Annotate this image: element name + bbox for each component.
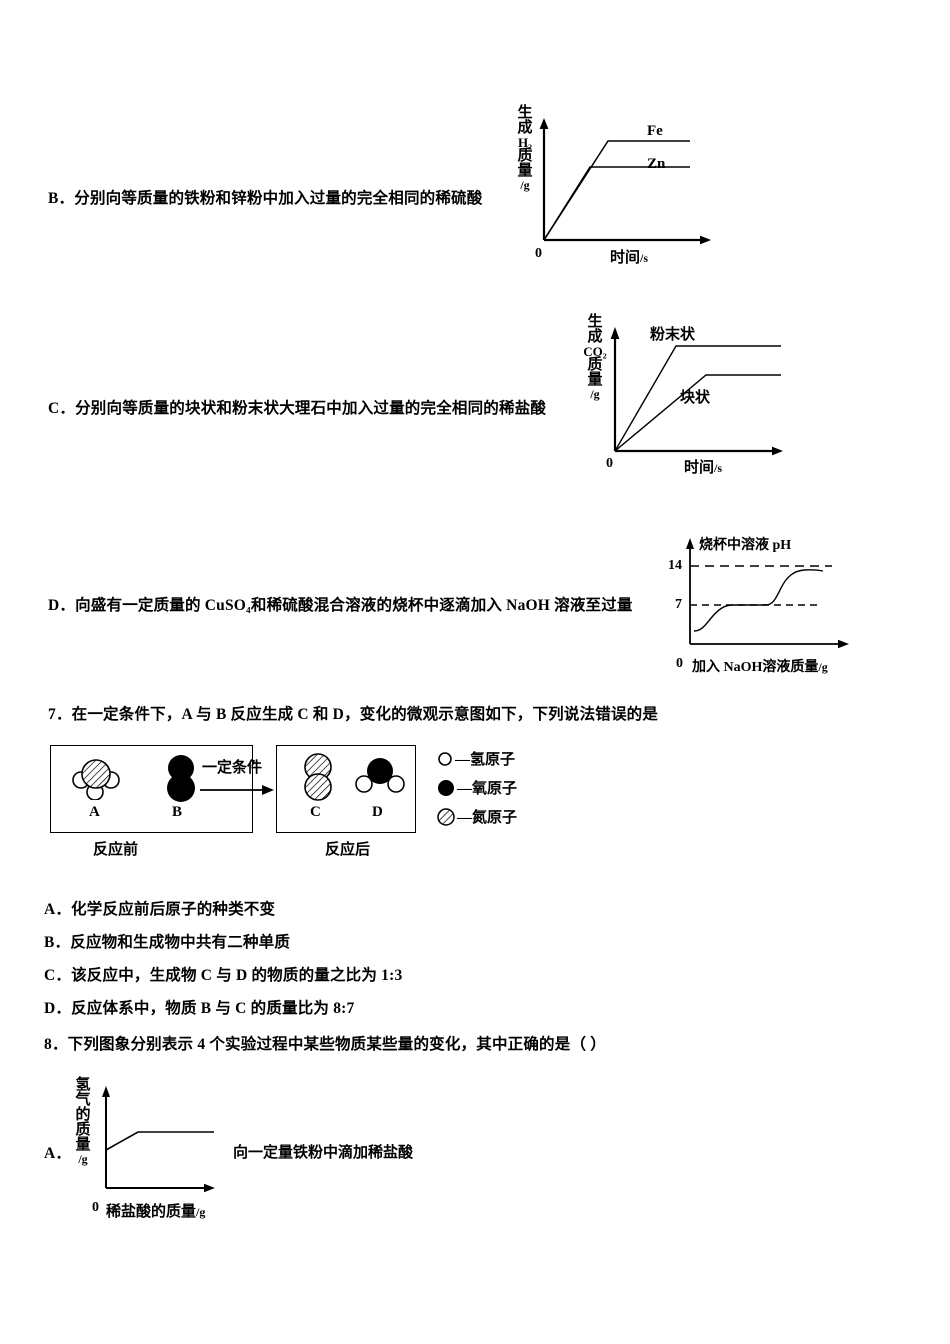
chart-8a-x-unit: /g (196, 1205, 206, 1219)
black-circle-icon (437, 779, 455, 797)
chart-8a-y-unit: /g (78, 1152, 88, 1166)
chart-c-y-char-3: 质 (587, 357, 603, 373)
chart-d-x-text: 加入 NaOH溶液质量 (692, 660, 819, 675)
molecule-a-label: A (89, 804, 100, 820)
chart-c-y-unit: /g (590, 387, 600, 401)
chart-d-ph-vs-naoh (680, 532, 880, 657)
white-circle-icon (437, 751, 453, 767)
chart-b-series-label-fe: Fe (647, 123, 663, 139)
hatched-circle-icon (437, 807, 455, 826)
chart-c-y-char-1: 成 (587, 329, 603, 345)
legend-nitrogen-label: —氮原子 (457, 810, 518, 826)
chart-b-series-label-zn: Zn (647, 156, 666, 172)
chart-c-y-char-2: CO₂ (583, 344, 607, 359)
chart-c-y-char-4: 量 (587, 372, 603, 388)
reaction-condition-label: 一定条件 (202, 760, 263, 776)
chart-c-origin-label: 0 (606, 456, 613, 471)
chart-b-x-axis-label: 时间/s (610, 246, 648, 267)
molecule-c-label: C (310, 804, 321, 820)
legend-oxygen: —氧原子 (437, 777, 517, 798)
legend-nitrogen: —氮原子 (437, 806, 517, 827)
chart-b-y-char-2: H₂ (517, 135, 532, 150)
chart-c-x-text: 时间 (684, 460, 715, 476)
chart-d-ytick-14: 14 (668, 558, 682, 573)
chart-b-x-text: 时间 (610, 250, 641, 266)
chart-c-x-unit: /s (714, 461, 723, 475)
question-7-option-b: B．反应物和生成物中共有二种单质 (44, 934, 291, 951)
chart-8a-y-char-2: 的 (75, 1107, 91, 1123)
question-8-option-a-caption: 向一定量铁粉中滴加稀盐酸 (233, 1145, 414, 1161)
chart-d-x-axis-label: 加入 NaOH溶液质量/g (692, 656, 828, 676)
molecule-c-n2 (298, 752, 338, 804)
question-7-option-a: A．化学反应前后原子的种类不变 (44, 901, 276, 918)
chart-c-y-axis-label: 生 成 CO₂ 质 量 /g (580, 314, 610, 401)
question-8-stem: 8．下列图象分别表示 4 个实验过程中某些物质某些量的变化，其中正确的是（ ） (44, 1036, 606, 1053)
option-b-text: B．分别向等质量的铁粉和锌粉中加入过量的完全相同的稀硫酸 (48, 190, 483, 207)
option-c-text: C．分别向等质量的块状和粉末状大理石中加入过量的完全相同的稀盐酸 (48, 400, 547, 417)
chart-b-h2-vs-time (535, 110, 725, 250)
question-8-option-a-letter: A． (44, 1145, 72, 1162)
reactants-box (50, 745, 253, 833)
chart-8a-h2-vs-hcl (96, 1080, 256, 1200)
chart-b-origin-label: 0 (535, 246, 542, 261)
chart-c-x-axis-label: 时间/s (684, 456, 722, 477)
chart-b-y-axis-label: 生 成 H₂ 质 量 /g (512, 105, 538, 192)
chart-8a-x-text: 稀盐酸的质量 (106, 1204, 197, 1220)
before-reaction-label: 反应前 (93, 842, 139, 858)
chart-8a-y-char-3: 质 (75, 1122, 91, 1138)
chart-8a-origin-label: 0 (92, 1200, 99, 1215)
chart-8a-y-char-1: 气 (75, 1092, 91, 1108)
molecule-a-nh3 (68, 752, 132, 800)
chart-8a-x-axis-label: 稀盐酸的质量/g (106, 1200, 205, 1221)
chart-b-y-char-3: 质 (517, 148, 533, 164)
chart-8a-y-char-4: 量 (75, 1137, 91, 1153)
chart-c-y-char-0: 生 (587, 314, 603, 330)
chart-b-y-char-0: 生 (517, 105, 533, 121)
molecule-b-o2 (158, 752, 204, 804)
chart-b-y-char-1: 成 (517, 120, 533, 136)
molecule-b-label: B (172, 804, 183, 820)
chart-d-x-unit: /g (818, 660, 828, 674)
molecule-d-label: D (372, 804, 383, 820)
chart-8a-y-char-0: 氢 (75, 1077, 91, 1093)
molecule-d-h2o (354, 756, 406, 800)
chart-c-co2-vs-time (606, 318, 806, 463)
chart-d-title: 烧杯中溶液 pH (699, 538, 792, 553)
chart-b-y-char-4: 量 (517, 163, 533, 179)
legend-hydrogen: —氢原子 (437, 748, 515, 769)
question-7-stem: 7．在一定条件下，A 与 B 反应生成 C 和 D，变化的微观示意图如下，下列说… (48, 706, 659, 723)
legend-hydrogen-label: —氢原子 (455, 752, 516, 768)
chart-c-series-label-lump: 块状 (680, 390, 711, 406)
chart-b-x-unit: /s (640, 251, 649, 265)
chart-8a-y-axis-label: 氢 气 的 质 量 /g (72, 1077, 94, 1166)
chart-b-y-unit: /g (520, 178, 530, 192)
after-reaction-label: 反应后 (325, 842, 371, 858)
chart-c-series-label-powder: 粉末状 (650, 327, 696, 343)
chart-d-ytick-7: 7 (675, 597, 682, 612)
reaction-arrow (200, 780, 278, 800)
legend-oxygen-label: —氧原子 (457, 781, 518, 797)
question-7-option-c: C．该反应中，生成物 C 与 D 的物质的量之比为 1:3 (44, 967, 403, 984)
question-7-option-d: D．反应体系中，物质 B 与 C 的质量比为 8:7 (44, 1000, 355, 1017)
option-d-text: D．向盛有一定质量的 CuSO₄和稀硫酸混合溶液的烧杯中逐滴加入 NaOH 溶液… (48, 597, 633, 614)
chart-d-origin-label: 0 (676, 656, 683, 671)
